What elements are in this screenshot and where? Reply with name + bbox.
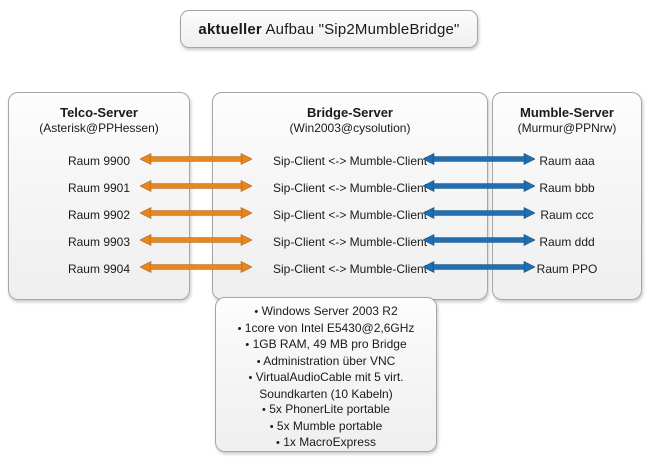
- spec-text: 1core von Intel E5430@2,6GHz: [244, 320, 415, 335]
- list-item: Sip-Client <-> Mumble-Client: [272, 154, 428, 169]
- list-item: Sip-Client <-> Mumble-Client: [272, 181, 428, 196]
- list-item: • VirtualAudioCable mit 5 virt. Soundkar…: [220, 370, 432, 402]
- bridge-specs-panel: • Windows Server 2003 R2 • 1core von Int…: [215, 297, 437, 452]
- bullet-icon: •: [262, 404, 266, 416]
- spec-text: Windows Server 2003 R2: [261, 304, 398, 318]
- double-arrow-icon: [423, 152, 535, 166]
- telco-server-title: Telco-Server: [60, 105, 138, 120]
- mumble-server-heading: Mumble-Server (Murmur@PPNrw): [493, 105, 641, 136]
- list-item: Raum aaa: [539, 154, 595, 169]
- page-title: aktueller Aufbau "Sip2MumbleBridge": [198, 21, 459, 38]
- bullet-icon: •: [237, 322, 242, 335]
- list-item: • 5x Mumble portable: [220, 419, 432, 436]
- list-item: • 5x PhonerLite portable: [220, 402, 432, 419]
- list-item: • Administration über VNC: [220, 354, 432, 371]
- telco-server-heading: Telco-Server (Asterisk@PPHessen): [9, 105, 189, 136]
- double-arrow-icon: [140, 152, 252, 166]
- bridge-server-title: Bridge-Server: [307, 105, 393, 120]
- mumble-server-title: Mumble-Server: [520, 105, 614, 120]
- list-item: Sip-Client <-> Mumble-Client: [272, 235, 428, 250]
- bullet-icon: •: [276, 437, 280, 449]
- list-item: • 1x MacroExpress: [220, 435, 432, 452]
- bridge-specs-list: • Windows Server 2003 R2 • 1core von Int…: [220, 304, 432, 452]
- telco-room-list: Raum 9900 Raum 9901 Raum 9902 Raum 9903 …: [9, 148, 189, 283]
- list-item: • 1GB RAM, 49 MB pro Bridge: [220, 337, 432, 354]
- bullet-icon: •: [245, 339, 250, 351]
- list-item: Raum 9903: [67, 235, 131, 250]
- bullet-icon: •: [254, 306, 259, 318]
- mumble-room-list: Raum aaa Raum bbb Raum ccc Raum ddd Raum…: [493, 148, 641, 283]
- bullet-icon: •: [248, 372, 253, 384]
- list-item: Raum 9902: [67, 208, 131, 223]
- list-item: • Windows Server 2003 R2: [220, 304, 432, 321]
- list-item: Raum 9900: [67, 154, 131, 169]
- spec-text: Administration über VNC: [263, 353, 396, 368]
- list-item: • 1core von Intel E5430@2,6GHz: [220, 321, 432, 338]
- list-item: Raum bbb: [539, 181, 595, 196]
- bridge-server-heading: Bridge-Server (Win2003@cysolution): [213, 105, 487, 136]
- spec-text: VirtualAudioCable mit 5 virt. Soundkarte…: [255, 370, 404, 401]
- list-item: Raum ccc: [540, 208, 594, 223]
- list-item: Raum 9904: [67, 262, 131, 277]
- bullet-icon: •: [256, 355, 261, 368]
- spec-text: 5x Mumble portable: [276, 418, 383, 433]
- bridge-server-subtitle: (Win2003@cysolution): [289, 121, 411, 136]
- spec-text: 5x PhonerLite portable: [269, 402, 390, 416]
- mumble-server-subtitle: (Murmur@PPNrw): [517, 121, 617, 136]
- list-item: Raum PPO: [536, 262, 598, 277]
- spec-text: 1GB RAM, 49 MB pro Bridge: [252, 337, 407, 351]
- bridge-client-list: Sip-Client <-> Mumble-Client Sip-Client …: [213, 148, 487, 283]
- double-arrow-icon: [423, 206, 535, 220]
- list-item: Sip-Client <-> Mumble-Client: [272, 262, 428, 277]
- double-arrow-icon: [140, 233, 252, 247]
- diagram-title-box: aktueller Aufbau "Sip2MumbleBridge": [180, 10, 478, 48]
- list-item: Raum 9901: [67, 181, 131, 196]
- double-arrow-icon: [140, 206, 252, 220]
- double-arrow-icon: [423, 260, 535, 274]
- page-title-rest: Aufbau "Sip2MumbleBridge": [261, 20, 460, 38]
- double-arrow-icon: [423, 233, 535, 247]
- double-arrow-icon: [140, 179, 252, 193]
- list-item: Sip-Client <-> Mumble-Client: [272, 208, 428, 223]
- page-title-strong: aktueller: [198, 20, 262, 38]
- bullet-icon: •: [269, 420, 274, 433]
- spec-text: 1x MacroExpress: [283, 435, 376, 449]
- list-item: Raum ddd: [539, 235, 595, 250]
- telco-server-panel: Telco-Server (Asterisk@PPHessen) Raum 99…: [8, 92, 190, 300]
- double-arrow-icon: [423, 179, 535, 193]
- double-arrow-icon: [140, 260, 252, 274]
- telco-server-subtitle: (Asterisk@PPHessen): [39, 121, 159, 136]
